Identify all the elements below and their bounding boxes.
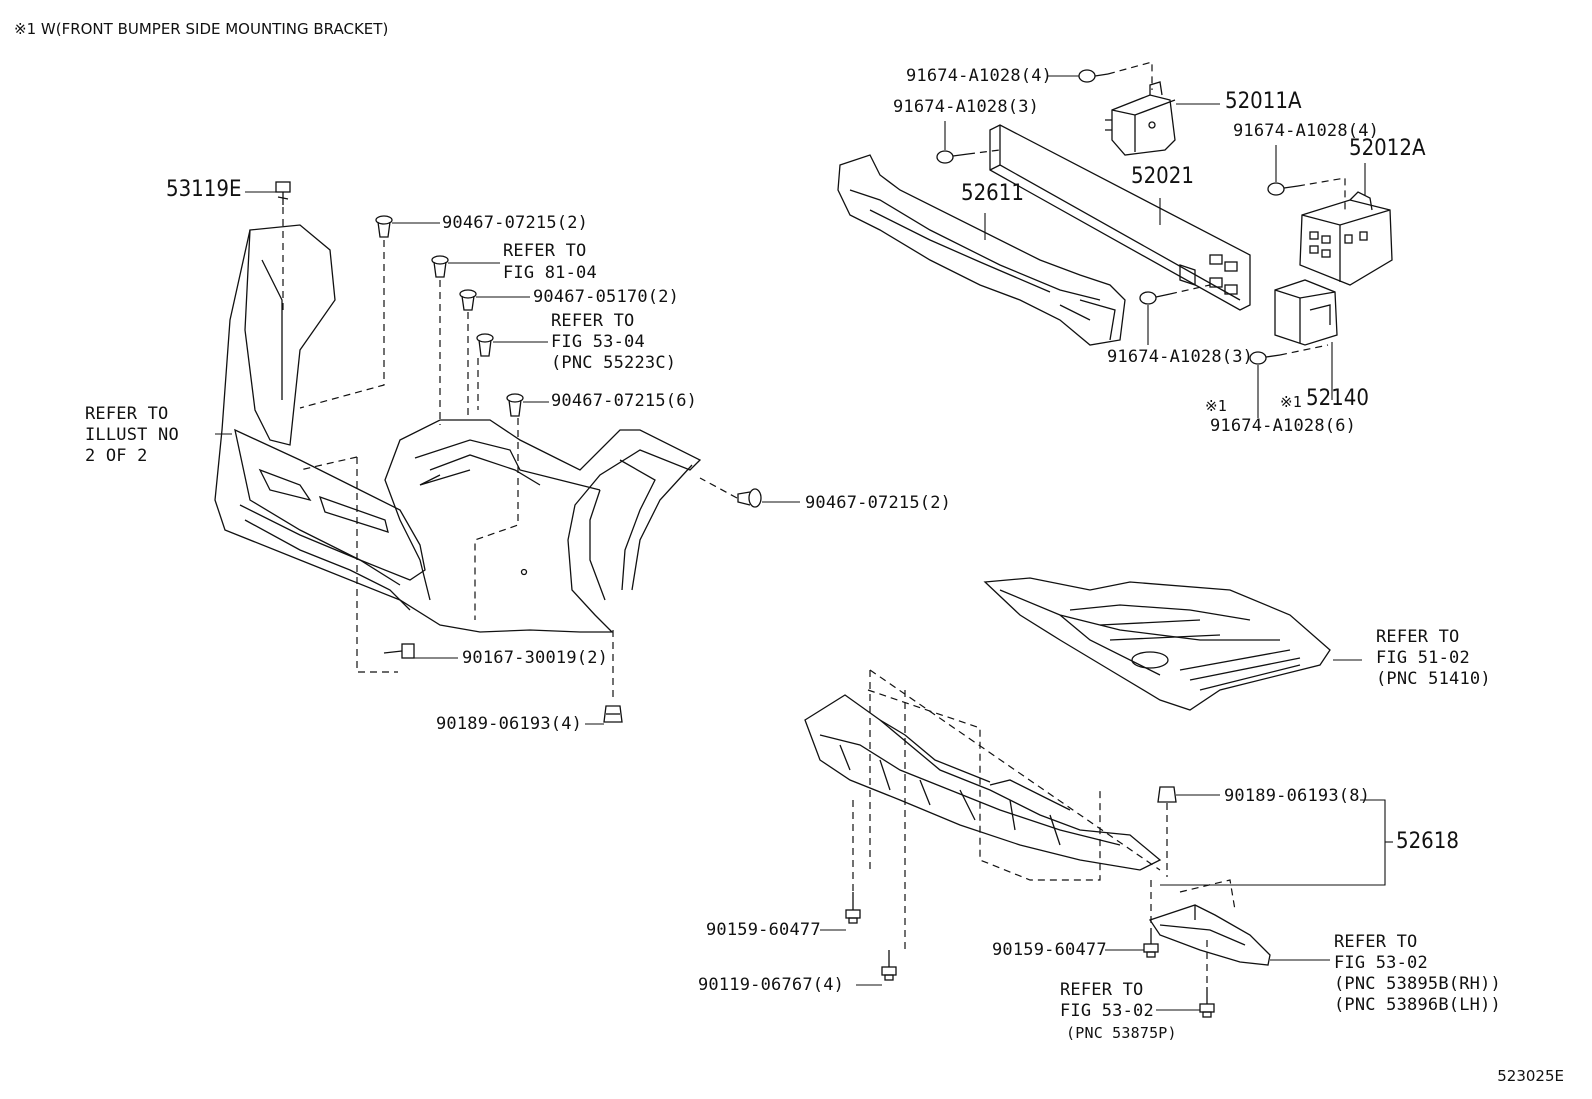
clip-refer-fig53-04: [476, 333, 494, 357]
refer-fig51-02-line1[interactable]: REFER TO: [1376, 627, 1460, 647]
refer-illust-line2[interactable]: ILLUST NO: [85, 425, 179, 445]
part-number-91674-a1028-3b[interactable]: 91674-A1028(3): [1107, 347, 1254, 367]
refer-fig53-02a-line1[interactable]: REFER TO: [1060, 980, 1144, 1000]
refer-fig53-02a-line2[interactable]: FIG 53-02: [1060, 1001, 1154, 1021]
part-number-91674-a1028-4a[interactable]: 91674-A1028(4): [906, 66, 1053, 86]
part-number-91674-a1028-4b[interactable]: 91674-A1028(4): [1233, 121, 1380, 141]
leader-lines: [215, 75, 1393, 1011]
part-number-90467-07215-2[interactable]: 90467-07215(2): [442, 213, 589, 233]
refer-fig53-02b-line2[interactable]: FIG 53-02: [1334, 953, 1428, 973]
clip-90467-05170: [459, 289, 477, 311]
screw-90119: [881, 950, 897, 981]
bolt-91674-d: [1139, 291, 1171, 305]
refer-fig53-02b-line4[interactable]: (PNC 53896B(LH)): [1334, 995, 1501, 1015]
bolt-91674-b: [936, 150, 969, 164]
refer-fig53-04-line3[interactable]: (PNC 55223C): [551, 353, 677, 373]
clip-90467-07215-6: [506, 393, 524, 417]
part-number-90189-06193-8[interactable]: 90189-06193(8): [1224, 786, 1371, 806]
part-number-91674-a1028-3a[interactable]: 91674-A1028(3): [893, 97, 1040, 117]
part-number-52611[interactable]: 52611: [961, 181, 1024, 206]
screw-90167-30019: [383, 643, 415, 659]
refer-fig53-02a-line3[interactable]: (PNC 53875P): [1066, 1024, 1177, 1042]
bolt-91674-a: [1078, 69, 1109, 83]
part-number-53119E[interactable]: 53119E: [166, 177, 242, 202]
assembly-dashed-lines: [282, 61, 1346, 987]
screw-90159-b: [1143, 928, 1159, 958]
refer-fig53-04-line2[interactable]: FIG 53-04: [551, 332, 645, 352]
note-mark-1a: ※1: [1205, 397, 1227, 415]
part-number-90159-60477a[interactable]: 90159-60477: [706, 920, 821, 940]
part-number-90159-60477b[interactable]: 90159-60477: [992, 940, 1107, 960]
screw-53119E: [275, 181, 291, 205]
part-number-90119-06767[interactable]: 90119-06767(4): [698, 975, 845, 995]
nut-90189-06193-8: [1157, 786, 1177, 803]
refer-illust-line3[interactable]: 2 OF 2: [85, 446, 148, 466]
bolt-91674-c: [1267, 182, 1299, 196]
refer-fig53-02b-line3[interactable]: (PNC 53895B(RH)): [1334, 974, 1501, 994]
part-number-52618[interactable]: 52618: [1396, 829, 1459, 854]
diagram-header: ※1 W(FRONT BUMPER SIDE MOUNTING BRACKET): [14, 20, 389, 38]
refer-fig53-04-line1[interactable]: REFER TO: [551, 311, 635, 331]
clip-90467-07215-b: [737, 488, 762, 508]
part-number-90467-05170[interactable]: 90467-05170(2): [533, 287, 680, 307]
part-number-90167-30019[interactable]: 90167-30019(2): [462, 648, 609, 668]
refer-fig81-line1[interactable]: REFER TO: [503, 241, 587, 261]
refer-fig51-02-line3[interactable]: (PNC 51410): [1376, 669, 1491, 689]
diagram-id: 523025E: [1497, 1067, 1564, 1085]
bumper-reinforcement-52021: [989, 124, 1251, 311]
clip-refer-fig81: [431, 255, 449, 278]
screw-90159-a: [845, 892, 861, 924]
refer-fig53-02b-line1[interactable]: REFER TO: [1334, 932, 1418, 952]
bracket-52011A: [1105, 81, 1176, 156]
note-mark-1b: ※1: [1280, 393, 1302, 411]
part-number-52140[interactable]: 52140: [1306, 386, 1369, 411]
part-number-52012A[interactable]: 52012A: [1349, 136, 1426, 161]
refer-illust-line1[interactable]: REFER TO: [85, 404, 169, 424]
nut-90189-06193-4: [603, 705, 623, 723]
part-number-90467-07215-6[interactable]: 90467-07215(6): [551, 391, 698, 411]
refer-fig51-02-line2[interactable]: FIG 51-02: [1376, 648, 1470, 668]
engine-under-cover: [983, 577, 1331, 711]
clip-90467-07215-a: [375, 215, 393, 238]
bracket-52012A: [1299, 191, 1393, 286]
engine-under-cover-52618: [804, 694, 1162, 871]
part-number-91674-a1028-6[interactable]: 91674-A1028(6): [1210, 416, 1357, 436]
bumper-energy-absorber-52611: [837, 154, 1126, 346]
part-number-52011A[interactable]: 52011A: [1225, 89, 1302, 114]
bolt-91674-e: [1249, 351, 1281, 365]
part-number-52021[interactable]: 52021: [1131, 164, 1194, 189]
part-number-90467-07215-2b[interactable]: 90467-07215(2): [805, 493, 952, 513]
part-number-90189-06193-4[interactable]: 90189-06193(4): [436, 714, 583, 734]
screw-refer-53875P: [1199, 987, 1215, 1018]
front-bumper-cover: [214, 224, 702, 633]
bracket-52140: [1274, 279, 1338, 346]
refer-fig81-line2[interactable]: FIG 81-04: [503, 263, 597, 283]
fender-liner-extension: [1148, 904, 1271, 966]
